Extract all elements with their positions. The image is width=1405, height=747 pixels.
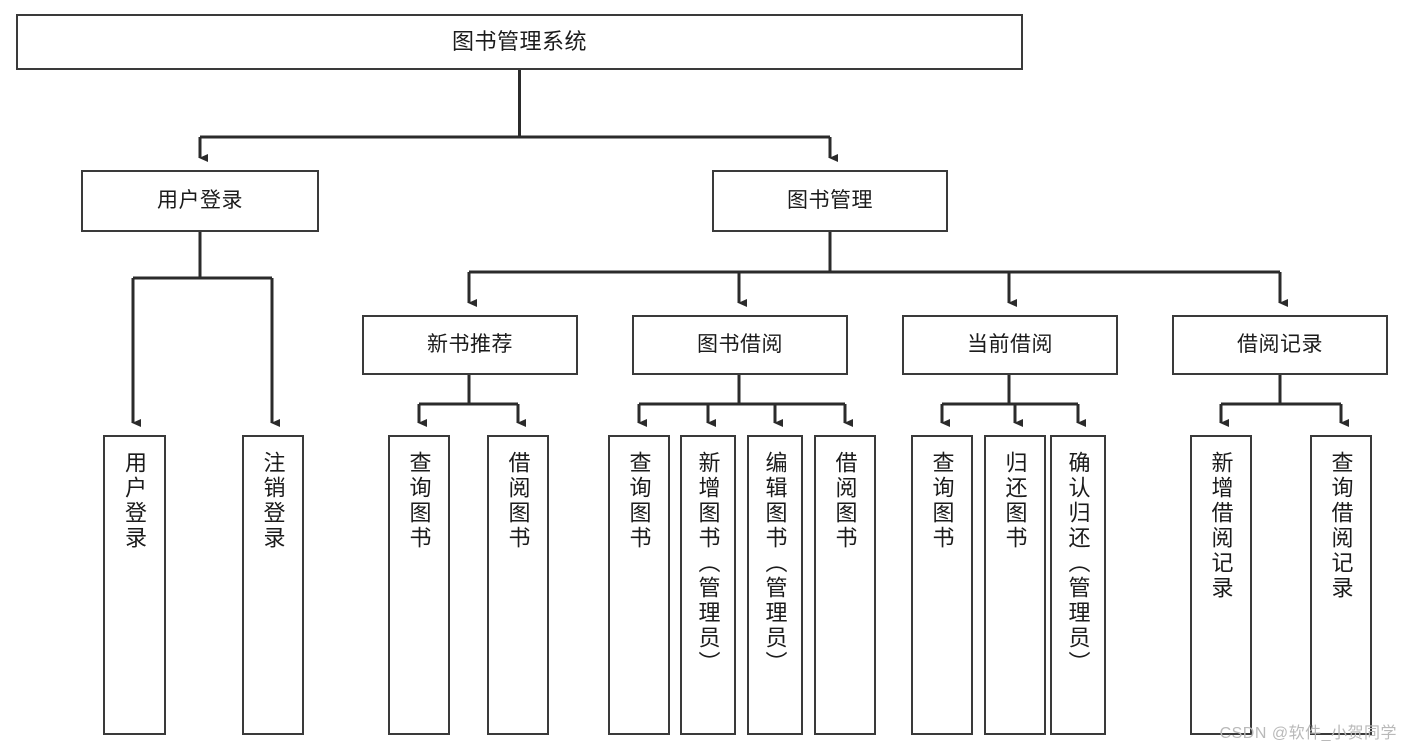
- node-leaf-add-book-label: 新增图书（管理员）: [695, 451, 721, 676]
- node-leaf-query-record-label: 查询借阅记录: [1328, 451, 1354, 601]
- node-root-label: 图书管理系统: [451, 29, 587, 55]
- node-leaf-query-book-2[interactable]: 查询图书: [608, 435, 670, 735]
- node-leaf-query-book-3[interactable]: 查询图书: [911, 435, 973, 735]
- node-leaf-borrow-book-2[interactable]: 借阅图书: [814, 435, 876, 735]
- node-leaf-borrow-book-2-label: 借阅图书: [832, 451, 858, 551]
- node-leaf-edit-book-label: 编辑图书（管理员）: [762, 451, 788, 676]
- node-leaf-query-book-2-label: 查询图书: [626, 451, 652, 551]
- node-leaf-add-record[interactable]: 新增借阅记录: [1190, 435, 1252, 735]
- node-borrow-record[interactable]: 借阅记录: [1172, 315, 1388, 375]
- node-leaf-user-logout-label: 注销登录: [260, 451, 286, 551]
- node-book-manage[interactable]: 图书管理: [712, 170, 948, 232]
- node-leaf-add-record-label: 新增借阅记录: [1208, 451, 1234, 601]
- node-user-login[interactable]: 用户登录: [81, 170, 319, 232]
- node-borrow-record-label: 借阅记录: [1237, 332, 1323, 356]
- node-new-book-rec-label: 新书推荐: [427, 332, 513, 356]
- node-current-borrow-label: 当前借阅: [967, 332, 1053, 356]
- node-leaf-query-book-1-label: 查询图书: [406, 451, 432, 551]
- node-leaf-borrow-book-1-label: 借阅图书: [505, 451, 531, 551]
- node-leaf-query-book-1[interactable]: 查询图书: [388, 435, 450, 735]
- node-book-manage-label: 图书管理: [787, 188, 873, 212]
- node-leaf-user-login[interactable]: 用户登录: [103, 435, 166, 735]
- node-leaf-borrow-book-1[interactable]: 借阅图书: [487, 435, 549, 735]
- node-leaf-return-book[interactable]: 归还图书: [984, 435, 1046, 735]
- node-current-borrow[interactable]: 当前借阅: [902, 315, 1118, 375]
- node-leaf-confirm-return[interactable]: 确认归还（管理员）: [1050, 435, 1106, 735]
- node-book-borrow[interactable]: 图书借阅: [632, 315, 848, 375]
- node-leaf-query-book-3-label: 查询图书: [929, 451, 955, 551]
- node-book-borrow-label: 图书借阅: [697, 332, 783, 356]
- node-leaf-confirm-return-label: 确认归还（管理员）: [1065, 451, 1091, 676]
- node-leaf-add-book[interactable]: 新增图书（管理员）: [680, 435, 736, 735]
- node-leaf-query-record[interactable]: 查询借阅记录: [1310, 435, 1372, 735]
- node-leaf-user-login-label: 用户登录: [122, 451, 148, 551]
- node-leaf-return-book-label: 归还图书: [1002, 451, 1028, 551]
- node-leaf-user-logout[interactable]: 注销登录: [242, 435, 304, 735]
- csdn-watermark: CSDN @软件_小贺同学: [1219, 725, 1397, 742]
- node-leaf-edit-book[interactable]: 编辑图书（管理员）: [747, 435, 803, 735]
- node-root[interactable]: 图书管理系统: [16, 14, 1023, 70]
- node-user-login-label: 用户登录: [157, 188, 243, 212]
- node-new-book-rec[interactable]: 新书推荐: [362, 315, 578, 375]
